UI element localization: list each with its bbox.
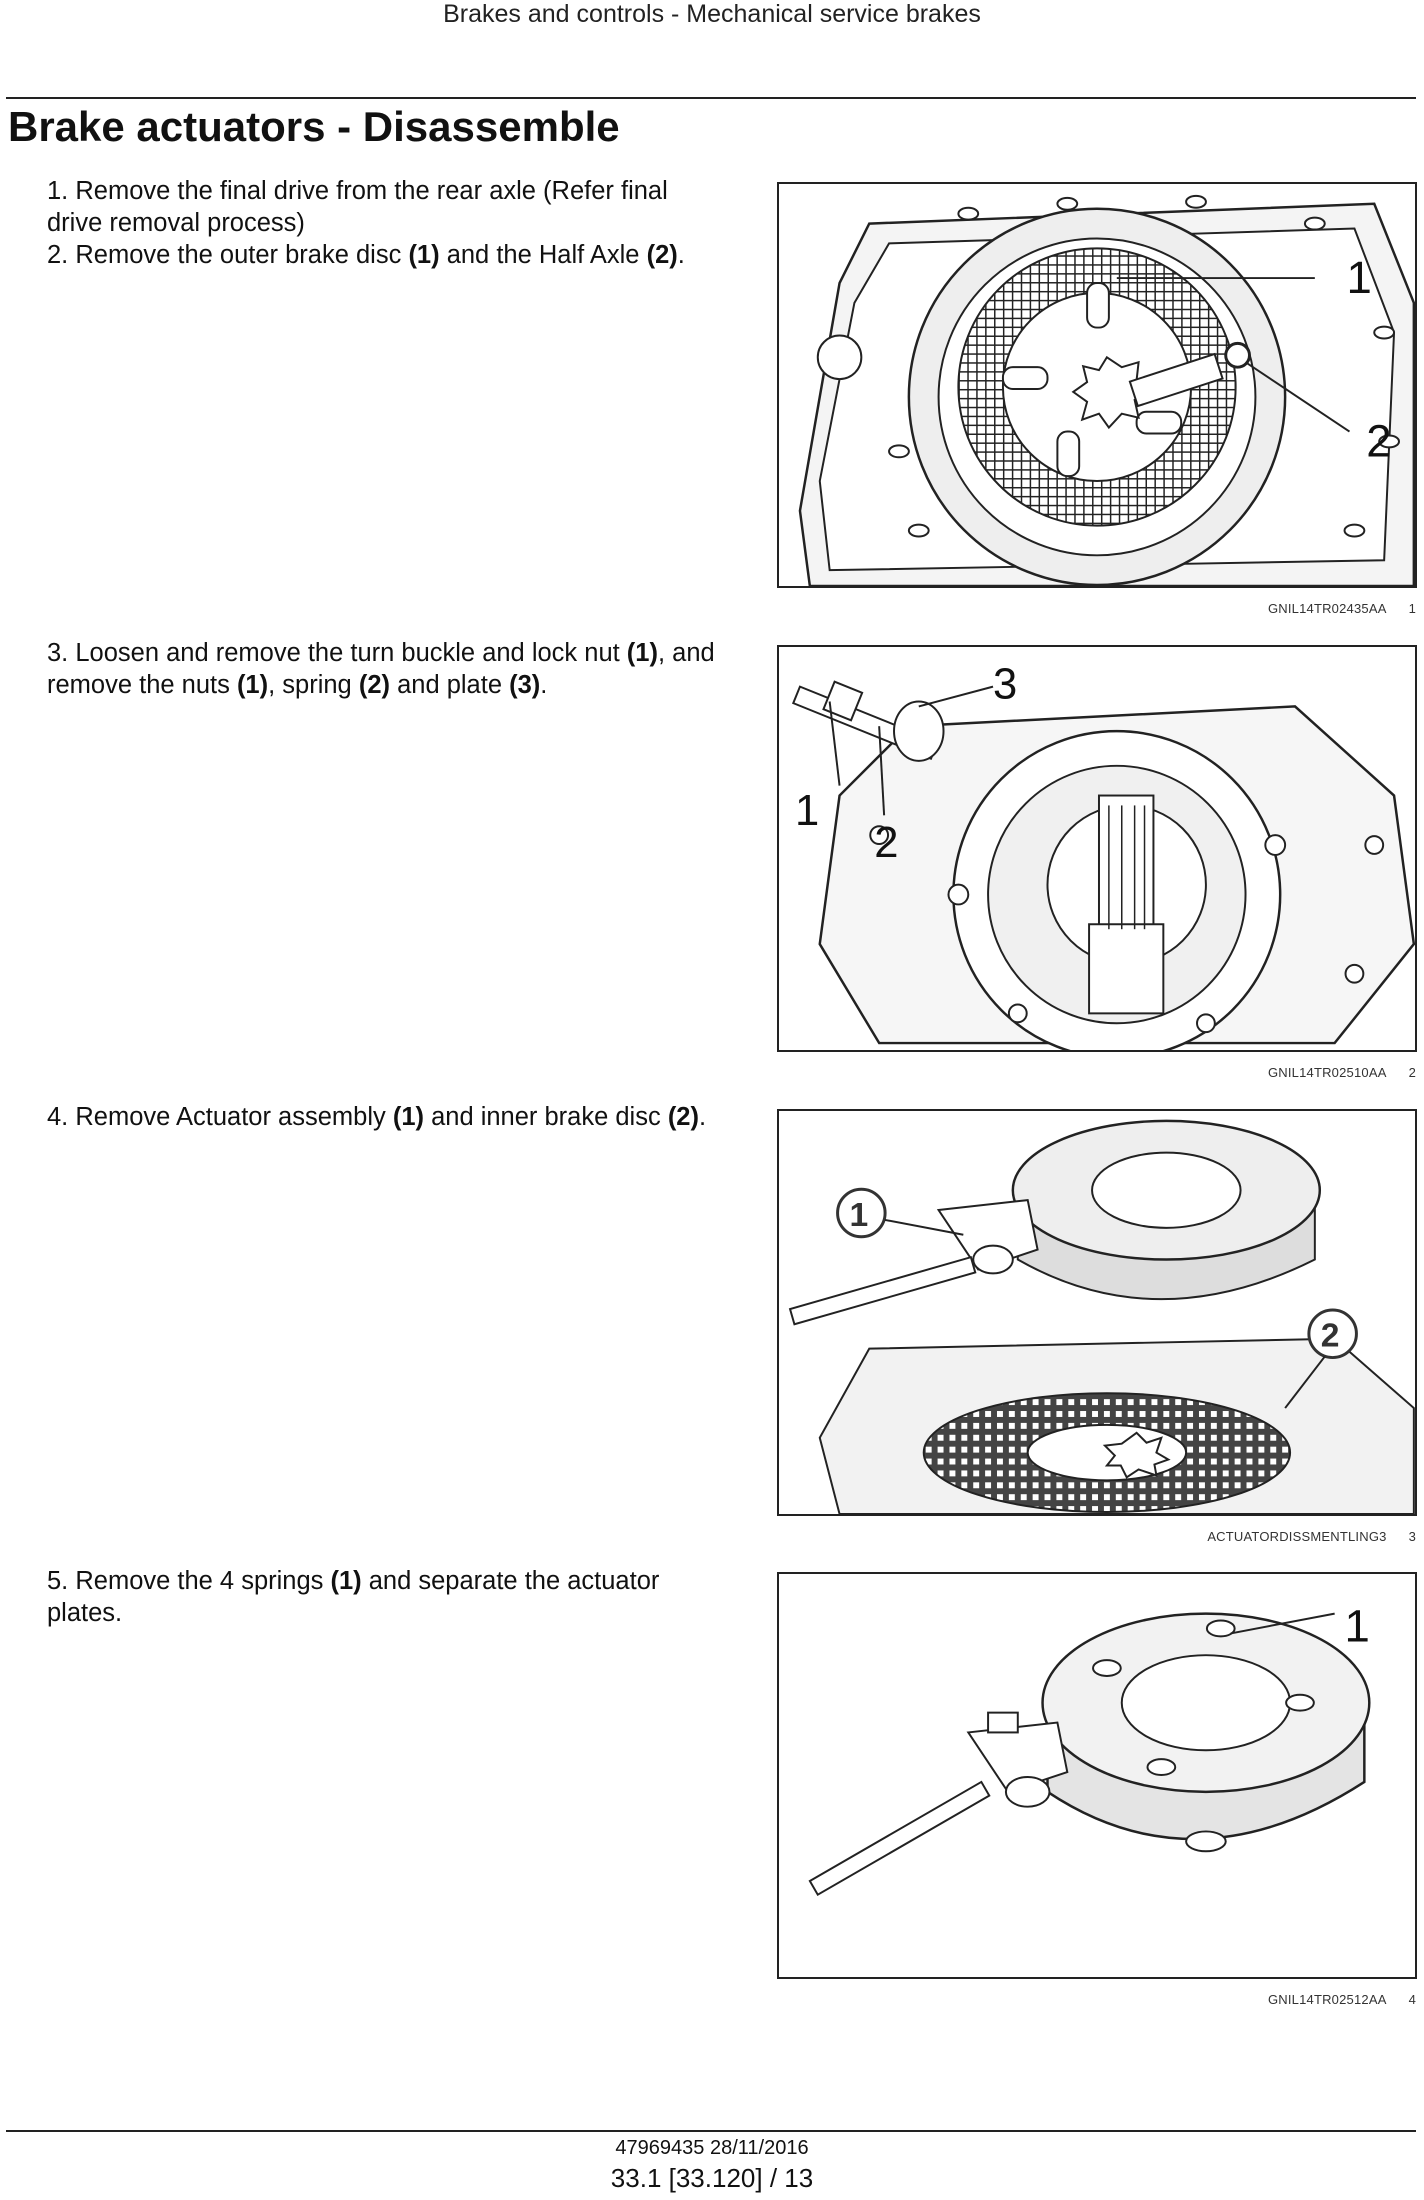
figure-1-callouts: 1 2 [1116,252,1392,466]
callout-2b: 2 [874,819,898,867]
figure-3-callouts: 1 2 [836,1187,1358,1409]
callout-1c: 1 [849,1197,868,1234]
step-5: 5. Remove the 4 springs (1) and separate… [47,1567,660,1627]
footer-document-id: 47969435 28/11/2016 [615,2137,809,2159]
figure-4-callouts: 1 [1230,1600,1370,1651]
callout-1b: 1 [795,787,819,835]
callout-3: 3 [993,660,1017,708]
figure-1-illustration: 1 2 [798,194,1415,586]
callout-2: 2 [1366,415,1391,466]
page-title: Brake actuators - Disassemble [8,103,620,150]
figure-4-illustration: 1 [808,1600,1371,1897]
figure-1-brake-disc: 1 2 [777,182,1417,588]
callout-1: 1 [1347,252,1372,303]
step-3: 3. Loosen and remove the turn buckle and… [47,639,715,699]
header-rule [6,97,1416,99]
step-1: 1. Remove the final drive from the rear … [47,177,668,237]
figure-3-actuator-assembly: 1 2 [777,1109,1417,1516]
figure-2-illustration: 3 1 2 [791,660,1415,1050]
figure-2-callouts: 3 1 2 [795,660,1017,866]
step-2: 2. Remove the outer brake disc (1) and t… [47,241,685,269]
figure-3-illustration: 1 2 [788,1119,1415,1514]
page-header: Brakes and controls - Mechanical service… [443,0,981,28]
figure-4-actuator-springs: 1 [777,1572,1417,1979]
callout-2c: 2 [1321,1318,1340,1355]
footer-rule [6,2130,1416,2132]
footer-page-number: 33.1 [33.120] / 13 [610,2163,814,2193]
callout-1d: 1 [1345,1600,1370,1651]
step-4: 4. Remove Actuator assembly (1) and inne… [47,1103,707,1131]
figure-2-turnbuckle: 3 1 2 [777,645,1417,1052]
